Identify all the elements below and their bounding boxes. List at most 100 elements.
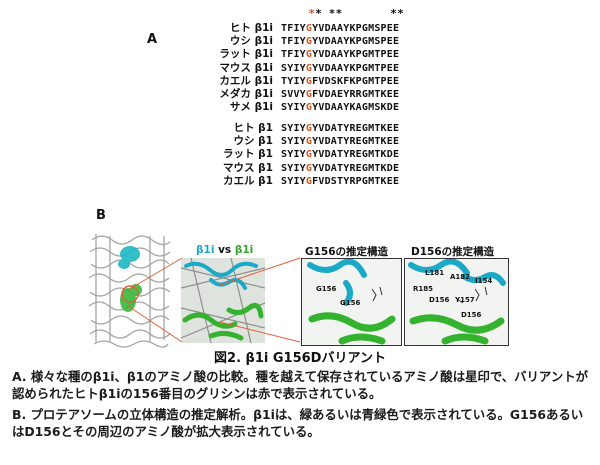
conservation-star: *	[390, 7, 398, 20]
residue-156: G	[305, 175, 313, 187]
sequence-suffix: YVDAAYKPGMTPEE	[312, 62, 400, 74]
residue-156: G	[305, 136, 313, 148]
d156-label-y157: Y157	[455, 296, 475, 304]
species-name: カエル β1i	[219, 74, 273, 87]
sequence-suffix: FVDSKFKPGMTPEE	[312, 75, 400, 87]
beta1i-row: カエル β1i TYIYGFVDSKFKPGMTPEE	[205, 75, 399, 88]
species-name: マウス β1	[223, 161, 273, 174]
comparison-structure-image	[181, 258, 265, 343]
sequence-prefix: SYIY	[281, 62, 306, 74]
beta1i-row: ヒト β1i TFIYGYVDAAYKPGMSPEE	[205, 22, 399, 35]
sequence: TFIYGYVDAAYKPGMSPEE	[281, 22, 399, 35]
beta1i-row: メダカ β1i SVVYGFVDAEYRRGMTKEE	[205, 88, 399, 101]
d156-structure-image: L181 A182 I154 R185 D156 Y157 D156	[404, 258, 509, 346]
beta1-row: ウシ β1 SYIYGYVDATYREGMTKEE	[205, 135, 400, 148]
beta1i-row: サメ β1i SYIYGYVDAAYKAGMSKDE	[205, 101, 399, 114]
star-spacer	[281, 7, 288, 20]
sequence-prefix: SVVY	[281, 89, 306, 101]
caption-a: A. 様々な種のβ1i、β1のアミノ酸の比較。種を越えて保存されているアミノ酸は…	[12, 369, 588, 401]
species-name: ラット β1i	[219, 48, 273, 61]
species-name: ヒト β1	[233, 122, 273, 134]
sequence-prefix: TYIY	[281, 75, 306, 87]
d156-label-i154: I154	[475, 277, 493, 285]
sequence: SYIYGFVDSTYRPGMTKEE	[281, 175, 399, 188]
sequence-suffix: YVDAAYKAGMSKDE	[312, 102, 400, 114]
sequence: TFIYGYVDAAYKPGMSPEE	[281, 35, 399, 48]
conservation-star: *	[335, 7, 343, 20]
species-name: ヒト β1i	[229, 22, 273, 34]
comparison-title: β1i vs β1i	[196, 244, 254, 256]
star-spacer	[363, 7, 370, 20]
residue-156: G	[305, 36, 313, 48]
star-spacer	[356, 7, 363, 20]
sequence: SYIYGYVDATYREGMTKDE	[281, 162, 399, 175]
sequence-suffix: YVDATYREGMTKDE	[312, 149, 400, 161]
sequence-suffix: YVDATYREGMTKDE	[312, 162, 400, 174]
conservation-star: *	[308, 7, 316, 20]
sequence: TYIYGFVDSKFKPGMTPEE	[281, 75, 399, 88]
sequence-prefix: TFIY	[281, 36, 306, 48]
panel-a-label: A	[147, 32, 158, 47]
beta1i-row: ウシ β1i TFIYGYVDAAYKPGMSPEE	[205, 35, 399, 48]
sequence: SYIYGYVDAAYKAGMSKDE	[281, 101, 399, 114]
sequence-prefix: SYIY	[281, 102, 306, 114]
g156-title: G156の推定構造	[305, 246, 389, 258]
star-spacer	[370, 7, 377, 20]
sequence-prefix: SYIY	[281, 136, 306, 148]
sequence-prefix: SYIY	[281, 175, 306, 187]
sequence-prefix: SYIY	[281, 123, 306, 134]
star-spacer	[288, 7, 295, 20]
caption-b: B. プロテアソームの立体構造の推定解析。β1iは、緑あるいは青緑色で表示されて…	[12, 407, 584, 439]
d156-label-a182: A182	[450, 273, 471, 281]
sequence-suffix: FVDAEYRRGMTKEE	[312, 89, 400, 101]
d156-label-d156-lower: D156	[461, 311, 482, 319]
sequence-suffix: YVDATYREGMTKEE	[312, 136, 400, 148]
conservation-star: *	[328, 7, 336, 20]
sequence-prefix: SYIY	[281, 149, 306, 161]
sequence-suffix: YVDAAYKPGMSPEE	[312, 36, 400, 48]
zoom-connector-lines	[127, 257, 301, 343]
sequence-prefix: SYIY	[281, 162, 306, 174]
d156-title: D156の推定構造	[411, 246, 495, 258]
species-name: メダカ β1i	[219, 88, 273, 101]
beta1-row: ラット β1 SYIYGYVDATYREGMTKDE	[205, 148, 399, 161]
conservation-star: *	[315, 7, 322, 20]
species-name: カエル β1	[223, 174, 273, 187]
sequence-prefix: TFIY	[281, 49, 306, 61]
species-name: ウシ β1i	[229, 35, 273, 48]
sequence: SYIYGYVDATYREGMTKEE	[281, 135, 399, 148]
beta1i-row: ラット β1i TFIYGYVDAAYKPGMTPEE	[205, 48, 399, 61]
beta1-row: マウス β1 SYIYGYVDATYREGMTKDE	[205, 162, 399, 175]
conservation-star: *	[397, 7, 404, 20]
residue-156: G	[305, 75, 313, 87]
d156-label-d156: D156	[429, 296, 450, 304]
sequence-suffix: YVDATYREGMTKEE	[312, 123, 400, 134]
sequence: SYIYGYVDAAYKPGMTPEE	[281, 62, 399, 75]
species-name: サメ β1i	[229, 101, 273, 114]
residue-156: G	[305, 62, 313, 74]
sequence: SVVYGFVDAEYRRGMTKEE	[281, 88, 399, 101]
species-name: マウス β1i	[219, 61, 273, 74]
residue-156: G	[305, 162, 313, 174]
d156-label-l181: L181	[425, 269, 445, 277]
residue-156: G	[305, 149, 313, 161]
panel-b-label: B	[96, 208, 106, 223]
g156-label-2: G156	[340, 299, 361, 307]
g156-structure-image: G156 G156	[301, 258, 402, 346]
figure-title: 図2. β1i G156Dバリアント	[214, 351, 386, 366]
star-spacer	[322, 7, 329, 20]
sequence: TFIYGYVDAAYKPGMTPEE	[281, 48, 399, 61]
residue-156: G	[305, 23, 313, 34]
beta1i-row: マウス β1i SYIYGYVDAAYKPGMTPEE	[205, 62, 399, 75]
g156-label-1: G156	[316, 285, 337, 293]
sequence-suffix: YVDAAYKPGMTPEE	[312, 49, 400, 61]
species-name: ラット β1	[223, 148, 273, 161]
residue-156: G	[305, 89, 313, 101]
d156-label-r185: R185	[413, 285, 434, 293]
residue-156: G	[305, 49, 313, 61]
sequence-prefix: TFIY	[281, 23, 306, 34]
species-name: ウシ β1	[233, 135, 273, 148]
